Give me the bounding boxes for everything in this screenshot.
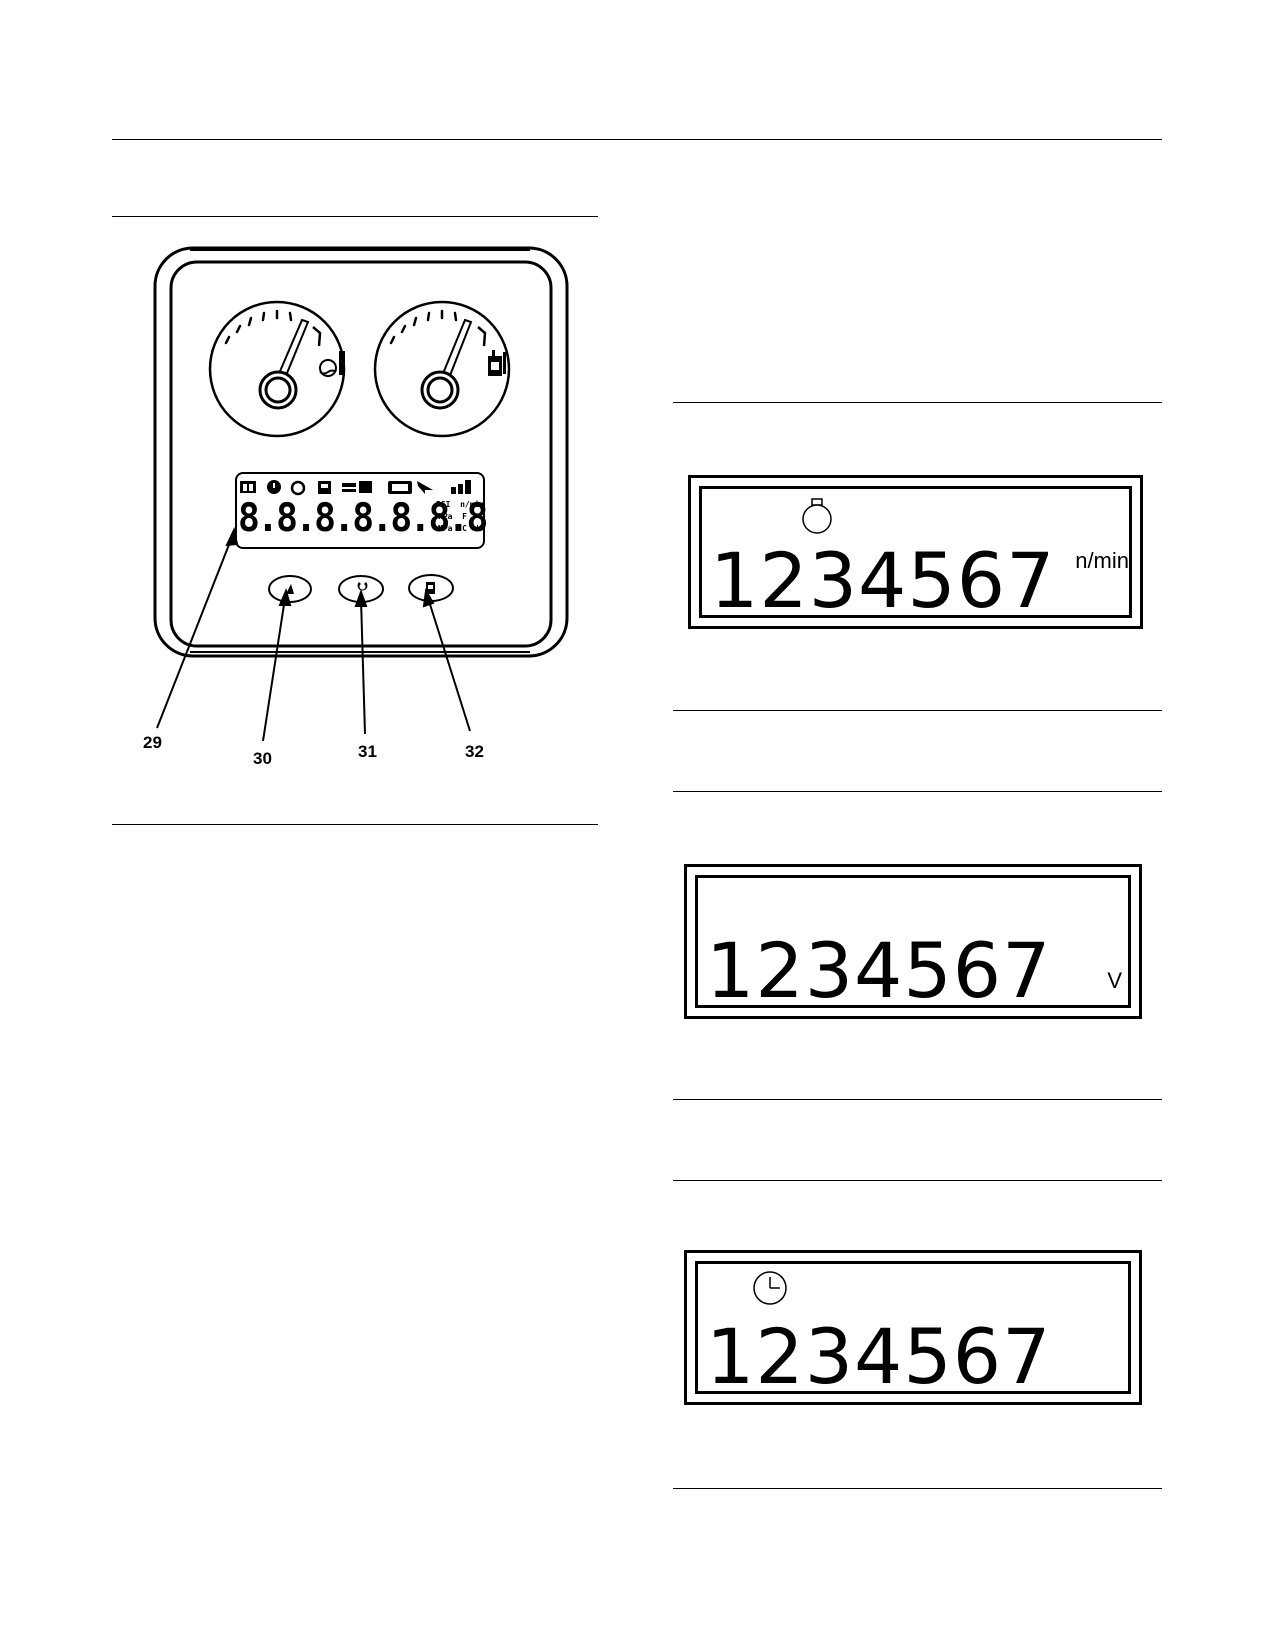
- coolant-temperature-icon: [319, 351, 345, 377]
- callout-30: 30: [253, 749, 272, 768]
- lcd-unit: n/min: [1075, 548, 1129, 573]
- callout-31: 31: [358, 742, 377, 761]
- coolant-temperature-gauge: [208, 300, 346, 438]
- segment-display: [235, 472, 485, 549]
- lcd-digits: 1234567: [710, 536, 1056, 625]
- lcd-frame-inner: [699, 486, 1132, 618]
- segment-display-units-row2: kPa F %: [438, 512, 482, 521]
- lcd-frame-inner: [695, 875, 1131, 1008]
- segment-display-units-row3: MPa °C V: [438, 524, 482, 533]
- engine-icon: [290, 480, 306, 496]
- segment-display-digits: 8.8.8.8.8.8.8: [238, 496, 488, 541]
- callout-leaders: [156, 526, 471, 742]
- warning-bars-icon: [342, 483, 356, 487]
- figure-bottom-rule: [112, 824, 598, 825]
- lcd-hour-meter: 1234567: [684, 1250, 1142, 1405]
- figure-top-rule: [112, 216, 598, 217]
- trend-icon: [417, 481, 433, 494]
- display2-top-rule: [673, 791, 1162, 792]
- engine-speed-icon: [802, 498, 832, 534]
- header-rule: [112, 139, 1162, 140]
- hour-meter-clock-icon: [753, 1271, 787, 1305]
- lcd-frame-outer: [688, 475, 1143, 629]
- book-icon: [240, 481, 256, 493]
- display2-bottom-rule: [673, 1099, 1162, 1100]
- display1-top-rule: [673, 402, 1162, 403]
- lcd-frame-outer: [684, 1250, 1142, 1405]
- segment-display-units-row1: PSI n/min: [436, 500, 485, 509]
- callout-29: 29: [143, 733, 162, 752]
- lcd-engine-speed: 1234567 n/min: [688, 475, 1143, 629]
- display1-bottom-rule: [673, 710, 1162, 711]
- display3-top-rule: [673, 1180, 1162, 1181]
- signal-bar-1: [451, 487, 456, 494]
- lcd-voltage: 1234567 V: [684, 864, 1142, 1019]
- display-indicator-icons: [240, 480, 471, 496]
- fuel-level-gauge: [373, 300, 511, 438]
- lcd-unit: V: [1107, 968, 1122, 993]
- lcd-frame-outer: [684, 864, 1142, 1019]
- coolant-icon: [359, 481, 372, 493]
- fuel-pump-icon: [488, 350, 506, 376]
- lcd-frame-inner: [695, 1261, 1131, 1394]
- display3-bottom-rule: [673, 1488, 1162, 1489]
- lcd-digits: 1234567: [706, 926, 1052, 1015]
- callout-32: 32: [465, 742, 484, 761]
- panel-housing: [153, 246, 569, 658]
- lcd-digits: 1234567: [706, 1312, 1052, 1401]
